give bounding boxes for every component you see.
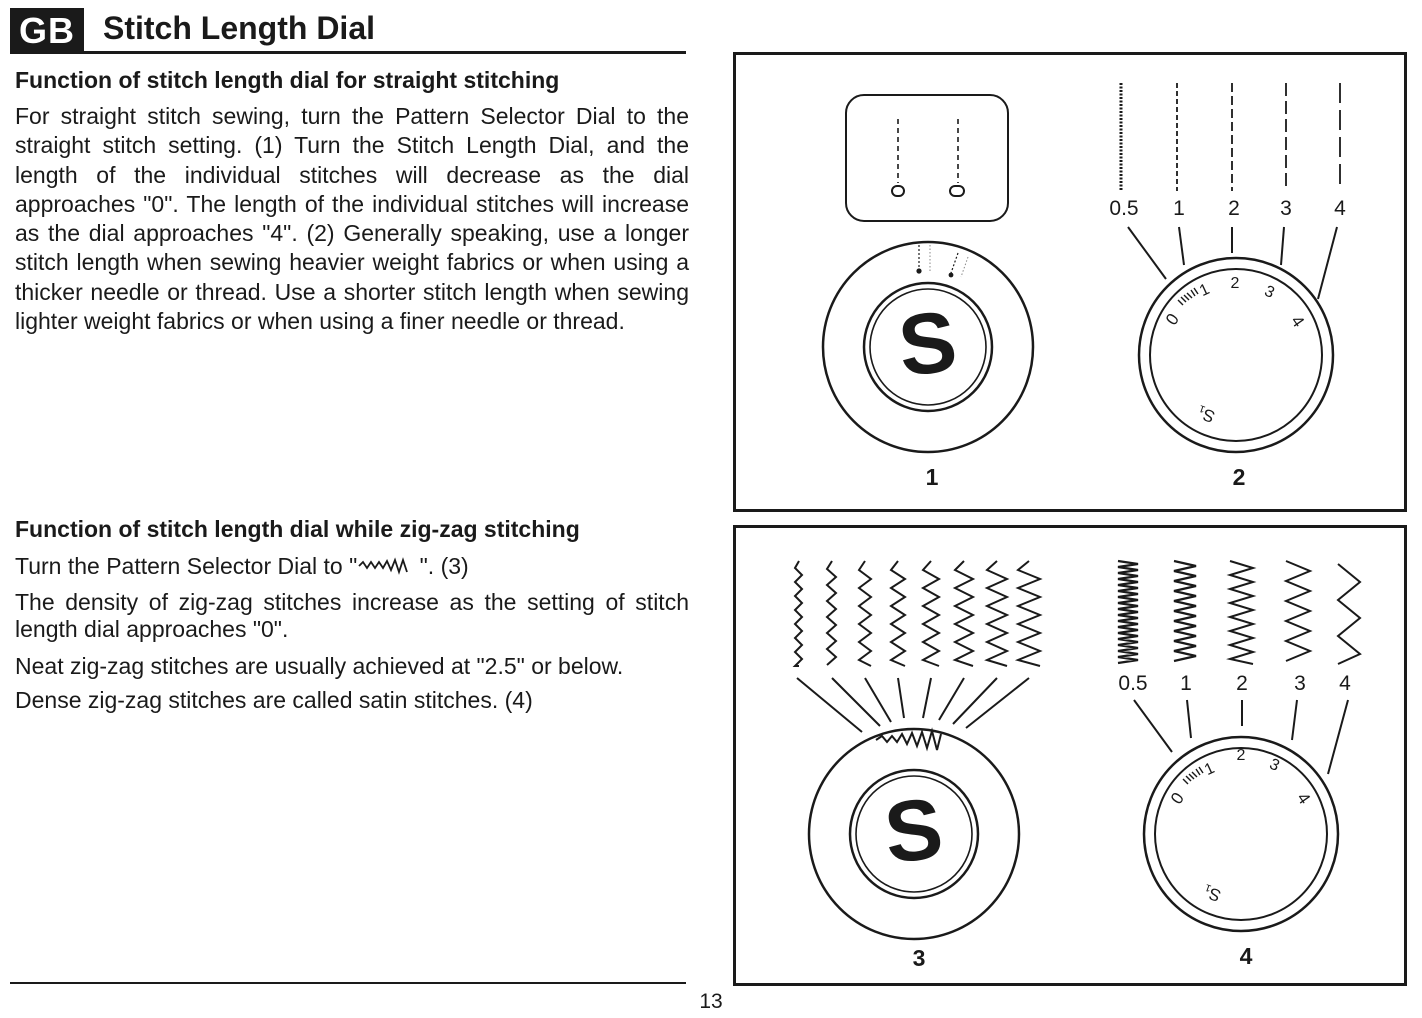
dial-mark: 4 — [1287, 312, 1308, 331]
straight-leader-lines — [1127, 226, 1338, 300]
figure-label-2: 2 — [1233, 464, 1246, 490]
dial-marks-4: 0 1 2 3 4 S₁ — [1167, 747, 1314, 905]
section-heading-straight: Function of stitch length dial for strai… — [15, 67, 560, 93]
dial-mark: 1 — [1197, 281, 1212, 300]
dial-mark: S₁ — [1201, 882, 1224, 906]
dial-mark: 3 — [1267, 756, 1282, 775]
page-number: 13 — [699, 990, 723, 1013]
dial-mark: 0 — [1167, 789, 1188, 808]
zigzag-dial-leader-lines — [1133, 699, 1349, 775]
zigzag-leader-lines — [796, 677, 1030, 733]
scale-label: 1 — [1173, 197, 1185, 220]
zigzag-scale-labels: 0.5 1 2 3 4 — [1118, 672, 1351, 695]
straight-figures: S 1 0.5 1 2 3 4 — [821, 83, 1346, 490]
zigzag-neat-text: Neat zig-zag stitches are usually achiev… — [15, 653, 624, 679]
zigzag-instruction-ref: ". (3) — [413, 553, 469, 579]
dial-mark: 2 — [1237, 747, 1246, 764]
scale-label: 2 — [1228, 197, 1240, 220]
selector-letter-3: S — [880, 780, 947, 881]
scale-label: 1 — [1180, 672, 1192, 695]
stitch-length-dial-zigzag — [1142, 735, 1340, 933]
pattern-selector-dial-zigzag — [807, 727, 1021, 941]
scale-label: 4 — [1334, 197, 1346, 220]
needle-plate-illustration — [845, 94, 1009, 222]
scale-label: 3 — [1294, 672, 1306, 695]
zigzag-density-text: The density of zig-zag stitches increase… — [15, 589, 689, 642]
scale-label: 3 — [1280, 197, 1292, 220]
zigzag-density-samples — [1117, 559, 1362, 665]
dial-mark: 0 — [1162, 310, 1183, 329]
scale-label: 2 — [1236, 672, 1248, 695]
figure-label-1: 1 — [926, 464, 939, 490]
scale-label: 4 — [1339, 672, 1351, 695]
zigzag-satin-text: Dense zig-zag stitches are called satin … — [15, 687, 533, 713]
dial-mark: 3 — [1262, 283, 1277, 302]
language-badge: GB — [10, 8, 84, 54]
straight-stitch-length-samples — [1119, 83, 1341, 191]
dial-mark: S₁ — [1195, 403, 1218, 427]
footer-rule — [10, 982, 686, 984]
selector-letter-1: S — [894, 293, 961, 394]
title-rule — [84, 51, 686, 54]
section-heading-zigzag: Function of stitch length dial while zig… — [15, 516, 580, 542]
dial-mark: 2 — [1231, 275, 1240, 292]
zigzag-instruction-line: Turn the Pattern Selector Dial to " ". (… — [15, 552, 705, 580]
section-body-straight: For straight stitch sewing, turn the Pat… — [15, 103, 689, 335]
pattern-selector-dial — [821, 240, 1035, 454]
zigzag-stitch-icon — [358, 557, 409, 575]
straight-scale-labels: 0.5 1 2 3 4 — [1109, 197, 1346, 220]
dial-mark: 4 — [1293, 789, 1314, 808]
zigzag-width-samples — [792, 560, 1043, 667]
figure-panel-zigzag: S 3 0.5 1 2 3 4 — [733, 525, 1407, 986]
scale-label: 0.5 — [1118, 672, 1147, 695]
stitch-length-dial — [1137, 256, 1335, 454]
scale-label: 0.5 — [1109, 197, 1138, 220]
figure-panel-straight: S 1 0.5 1 2 3 4 — [733, 52, 1407, 512]
dial-mark: 1 — [1202, 760, 1217, 779]
page-title: Stitch Length Dial — [103, 10, 375, 46]
figure-label-4: 4 — [1240, 943, 1253, 969]
zigzag-instruction-text: Turn the Pattern Selector Dial to " — [15, 553, 358, 579]
zigzag-figures: S 3 0.5 1 2 3 4 — [792, 559, 1362, 971]
dial-marks-2: 0 1 2 3 4 S₁ — [1162, 275, 1308, 426]
figure-label-3: 3 — [913, 945, 926, 971]
